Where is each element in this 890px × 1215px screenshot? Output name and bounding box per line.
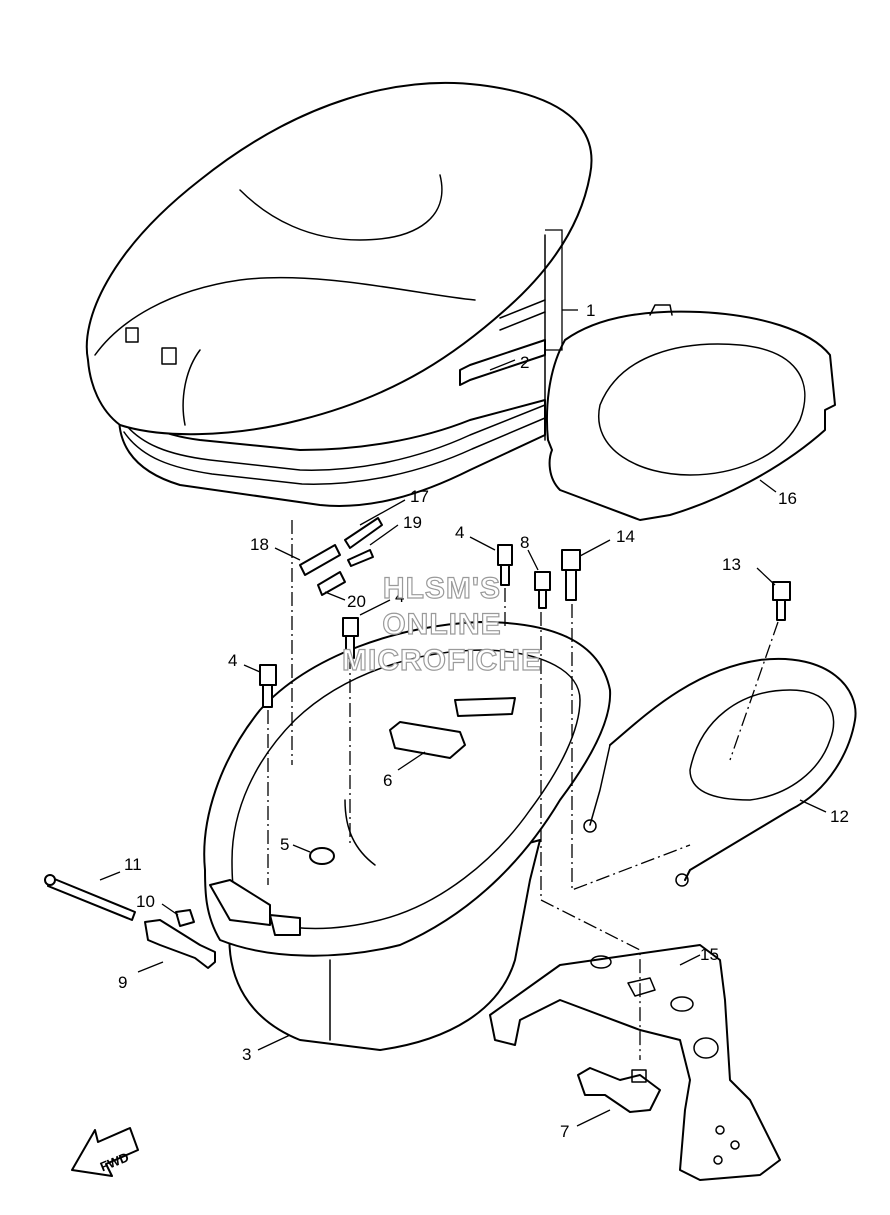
bolts [259, 544, 791, 708]
callout-18: 18 [250, 535, 269, 554]
watermark-line-3: MICROFICHE [342, 644, 542, 677]
mount-bracket [489, 944, 781, 1181]
callouts: 1 2 16 17 19 18 20 4 8 14 13 4 4 6 12 5 … [118, 301, 849, 1141]
bolt-8 [534, 571, 551, 609]
seat-lock [577, 1067, 661, 1113]
callout-19: 19 [403, 513, 422, 532]
seat-frame [546, 304, 836, 521]
callout-11: 11 [124, 855, 142, 874]
cap [309, 847, 335, 865]
watermark-line-2: ONLINE [382, 608, 501, 641]
watermark: HLSM'S ONLINE MICROFICHE [341, 571, 542, 677]
callout-1: 1 [586, 301, 595, 320]
callout-16: 16 [778, 489, 797, 508]
callout-14: 14 [616, 527, 635, 546]
callout-10: 10 [136, 892, 155, 911]
rear-rack [583, 657, 857, 887]
lid-pad [389, 697, 516, 759]
callout-20: 20 [347, 592, 366, 611]
callout-9: 9 [118, 973, 127, 992]
hinge-bracket [144, 919, 216, 969]
callout-13: 13 [722, 555, 741, 574]
bolt-4b [342, 617, 359, 659]
decal-group [299, 517, 383, 596]
callout-8: 8 [520, 533, 529, 552]
callout-3: 3 [242, 1045, 251, 1064]
hinge-pin [44, 874, 136, 921]
callout-12: 12 [830, 807, 849, 826]
bolt-14 [561, 549, 581, 601]
bolt-4c [259, 664, 277, 708]
seat-emblem-icon [125, 327, 177, 365]
seat-assembly [85, 81, 593, 507]
callout-17: 17 [410, 487, 429, 506]
callout-6: 6 [383, 771, 392, 790]
callout-4-middle: 4 [395, 587, 404, 606]
fwd-arrow-icon: FWD [71, 1127, 139, 1177]
callout-4-left: 4 [228, 651, 237, 670]
callout-15: 15 [700, 945, 719, 964]
callout-4-upper: 4 [455, 523, 464, 542]
phantom-lines [267, 520, 779, 1060]
callout-5: 5 [280, 835, 289, 854]
bolt-13 [772, 581, 791, 621]
watermark-line-1: HLSM'S [383, 572, 501, 605]
bolt-4a [497, 544, 513, 586]
leader-lines [99, 229, 827, 1127]
nut [175, 909, 195, 927]
callout-7: 7 [560, 1122, 569, 1141]
callout-2: 2 [520, 353, 529, 372]
